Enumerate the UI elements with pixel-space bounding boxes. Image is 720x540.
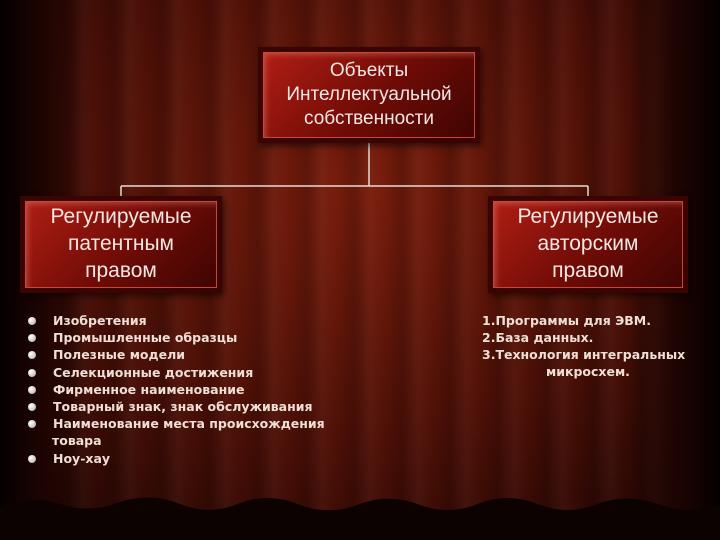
list-item: Изобретения xyxy=(28,312,358,329)
patent-box-line: Регулируемые xyxy=(50,205,192,229)
patent-box-line: патентным xyxy=(67,232,174,256)
bullet-icon xyxy=(28,334,36,343)
list-item: Ноу-хау xyxy=(28,450,358,467)
list-item: 1.Программы для ЭВМ. xyxy=(482,313,651,328)
copyright-law-box: Регулируемые авторским правом xyxy=(488,196,688,293)
copyright-box-line: правом xyxy=(552,258,624,282)
bullet-icon xyxy=(28,368,36,377)
list-item-continuation: микросхем. xyxy=(546,364,630,379)
root-line: собственности xyxy=(304,108,434,130)
copyright-box-line: Регулируемые xyxy=(517,205,659,229)
bullet-icon xyxy=(28,420,36,429)
list-item: Селекционные достижения xyxy=(28,364,358,381)
bullet-icon xyxy=(28,385,36,394)
list-item: 3.Технология интегральных xyxy=(482,347,686,362)
bullet-icon xyxy=(28,403,36,412)
list-item: Промышленные образцы xyxy=(28,329,358,346)
curtain-valance xyxy=(0,497,720,540)
bullet-icon xyxy=(28,454,36,463)
list-item: Полезные модели xyxy=(28,346,358,363)
root-line: Интеллектуальной xyxy=(286,83,452,105)
patent-law-box: Регулируемые патентным правом xyxy=(20,196,222,293)
list-item: Товарный знак, знак обслуживания xyxy=(28,398,358,415)
patent-box-line: правом xyxy=(85,258,157,282)
list-item: 2.База данных. xyxy=(482,330,594,345)
copyright-objects-list: 1.Программы для ЭВМ. 2.База данных. 3.Те… xyxy=(482,312,702,380)
root-line: Объекты xyxy=(329,59,409,81)
list-item: Фирменное наименование xyxy=(28,381,358,398)
patent-objects-list: Изобретения Промышленные образцы Полезны… xyxy=(28,312,358,467)
bullet-icon xyxy=(28,317,36,325)
bullet-icon xyxy=(28,351,36,360)
copyright-box-line: авторским xyxy=(537,232,639,256)
list-item-continuation: товара xyxy=(52,433,102,449)
root-box: Объекты Интеллектуальной собственности xyxy=(258,47,480,143)
